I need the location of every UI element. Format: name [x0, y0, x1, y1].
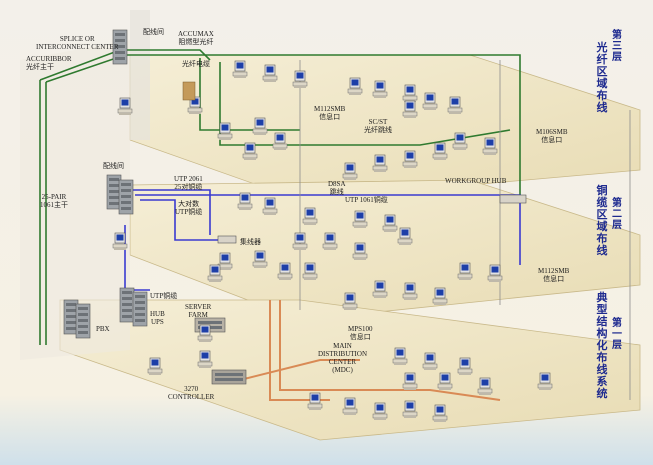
- hub-rack: [119, 287, 135, 323]
- fiber-panel: [182, 81, 196, 101]
- vertical-risers: [299, 60, 631, 400]
- hub-rack-b: [132, 291, 148, 327]
- label-utp1061: UTP 1061铜缆: [345, 196, 388, 204]
- heading-first-title: 典型结构化布线系统: [596, 291, 608, 400]
- controller-unit: [211, 369, 247, 385]
- label-utp-copper: UTP铜缆: [150, 292, 178, 300]
- label-workgroup-hub: WORKGROUP HUB: [445, 177, 507, 185]
- fiber-backbone: [39, 49, 521, 345]
- heading-second-level: 第二层: [612, 198, 622, 231]
- label-fiber-cable: 光纤电缆: [182, 60, 210, 68]
- label-peixianjian-top: 配线间: [143, 28, 164, 36]
- heading-second-title: 铜缆区域布线: [596, 184, 608, 257]
- concentrator-device: [217, 235, 237, 244]
- heading-first-level: 第一层: [612, 318, 622, 351]
- label-peixianjian-mid: 配线间: [103, 162, 124, 170]
- telecom-closet-second-b: [118, 179, 134, 215]
- heading-third-level: 第三层: [612, 30, 622, 63]
- heading-third-title: 光纤区域布线: [596, 41, 608, 114]
- wall-left: [20, 40, 130, 360]
- pbx-rack-b: [75, 303, 91, 339]
- wall-third: [130, 10, 150, 140]
- label-pbx: PBX: [96, 325, 110, 333]
- label-concentrator: 集线器: [240, 238, 261, 246]
- workgroup-hub-device: [499, 194, 527, 204]
